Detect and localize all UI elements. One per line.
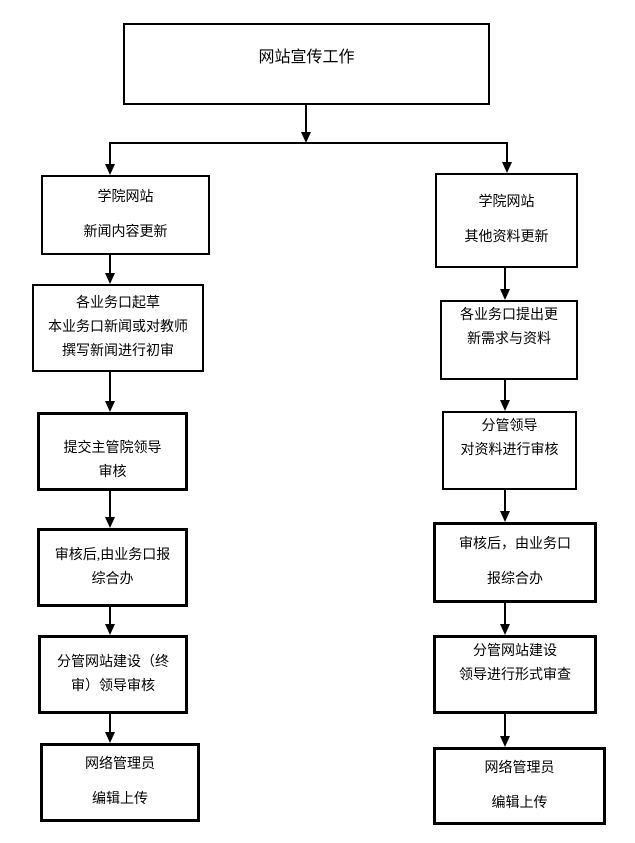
box-text-line: 分管领导 bbox=[481, 419, 538, 434]
arrowhead bbox=[500, 289, 510, 300]
box-text-line: 其他资料更新 bbox=[464, 230, 549, 245]
box-text-line: 学院网站 bbox=[97, 189, 154, 205]
box-text-line: 分管网站建设（终 bbox=[57, 654, 169, 670]
box-text-line: 新需求与资料 bbox=[467, 332, 551, 347]
box-text-line: 审核后，由业务口 bbox=[459, 537, 571, 552]
flow-box-left-final-review: 分管网站建设（终 审）领导审核 bbox=[38, 635, 188, 714]
box-text-line: 报综合办 bbox=[487, 572, 543, 587]
flow-box-right-other-update: 学院网站 其他资料更新 bbox=[435, 173, 578, 268]
arrowhead bbox=[500, 624, 510, 635]
arrow-left-1-2 bbox=[105, 255, 115, 284]
box-text-line: 网络管理员 bbox=[484, 760, 555, 776]
box-text-line: 领导进行形式审查 bbox=[459, 668, 571, 683]
arrowhead bbox=[500, 511, 510, 522]
arrowhead bbox=[500, 736, 510, 747]
arrowhead bbox=[502, 162, 512, 173]
arrowhead bbox=[105, 401, 115, 412]
arrowhead bbox=[500, 400, 510, 411]
arrow-left-3-4 bbox=[105, 491, 115, 528]
box-text-line: 编辑上传 bbox=[491, 795, 548, 811]
flow-box-left-news-update: 学院网站 新闻内容更新 bbox=[41, 175, 210, 255]
flow-box-right-upload: 网络管理员 编辑上传 bbox=[433, 747, 606, 825]
arrow-right-4-5 bbox=[500, 603, 510, 635]
box-text-line: 新闻内容更新 bbox=[83, 224, 168, 240]
box-text-line: 综合办 bbox=[91, 571, 134, 587]
flow-box-right-format-review: 分管网站建设 领导进行形式审查 bbox=[433, 635, 597, 714]
arrow-left-5-6 bbox=[105, 714, 115, 743]
box-text-line: 分管网站建设 bbox=[473, 644, 557, 659]
arrowhead bbox=[105, 624, 115, 635]
arrowhead bbox=[105, 164, 115, 175]
arrowhead bbox=[301, 132, 311, 143]
arrow-right-3-4 bbox=[500, 490, 510, 522]
box-text-line: 网站宣传工作 bbox=[258, 49, 355, 66]
flow-box-right-request: 各业务口提出更 新需求与资料 bbox=[440, 300, 578, 380]
flow-box-left-upload: 网络管理员 编辑上传 bbox=[40, 743, 200, 822]
arrow-left-2-3 bbox=[105, 372, 115, 412]
arrowhead bbox=[105, 517, 115, 528]
arrow-right-5-6 bbox=[500, 714, 510, 747]
arrow-title-to-branch bbox=[301, 105, 311, 143]
flow-box-right-report-office: 审核后，由业务口 报综合办 bbox=[433, 522, 597, 603]
flow-box-left-draft: 各业务口起草 本业务口新闻或对教师 撰写新闻进行初审 bbox=[32, 284, 204, 372]
box-text-line: 审核 bbox=[98, 464, 127, 480]
arrow-right-2-3 bbox=[500, 380, 510, 411]
box-text-line: 撰写新闻进行初审 bbox=[62, 344, 174, 359]
box-text-line: 编辑上传 bbox=[92, 792, 148, 807]
box-text-line: 网络管理员 bbox=[85, 757, 155, 772]
box-text-line: 审）领导审核 bbox=[71, 678, 155, 694]
arrowhead bbox=[105, 273, 115, 284]
flow-box-right-leader-review: 分管领导 对资料进行审核 bbox=[442, 411, 577, 490]
box-text-line: 学院网站 bbox=[478, 195, 535, 210]
arrow-branch-to-left bbox=[105, 142, 115, 175]
box-text-line: 提交主管院领导 bbox=[63, 440, 162, 456]
box-text-line: 各业务口起草 bbox=[76, 296, 160, 311]
flow-box-left-report-office: 审核后,由业务口报 综合办 bbox=[37, 528, 188, 607]
arrow-left-4-5 bbox=[105, 607, 115, 635]
arrow-right-1-2 bbox=[500, 268, 510, 300]
box-text-line: 本业务口新闻或对教师 bbox=[48, 320, 188, 335]
flow-box-title: 网站宣传工作 bbox=[123, 23, 490, 105]
arrow-branch-to-right bbox=[502, 142, 512, 173]
box-text-line: 审核后,由业务口报 bbox=[54, 547, 171, 563]
box-text-line: 对资料进行审核 bbox=[460, 443, 559, 458]
arrowhead bbox=[105, 732, 115, 743]
box-text-line: 各业务口提出更 bbox=[460, 308, 558, 323]
flow-box-left-submit-review: 提交主管院领导 审核 bbox=[37, 412, 188, 491]
